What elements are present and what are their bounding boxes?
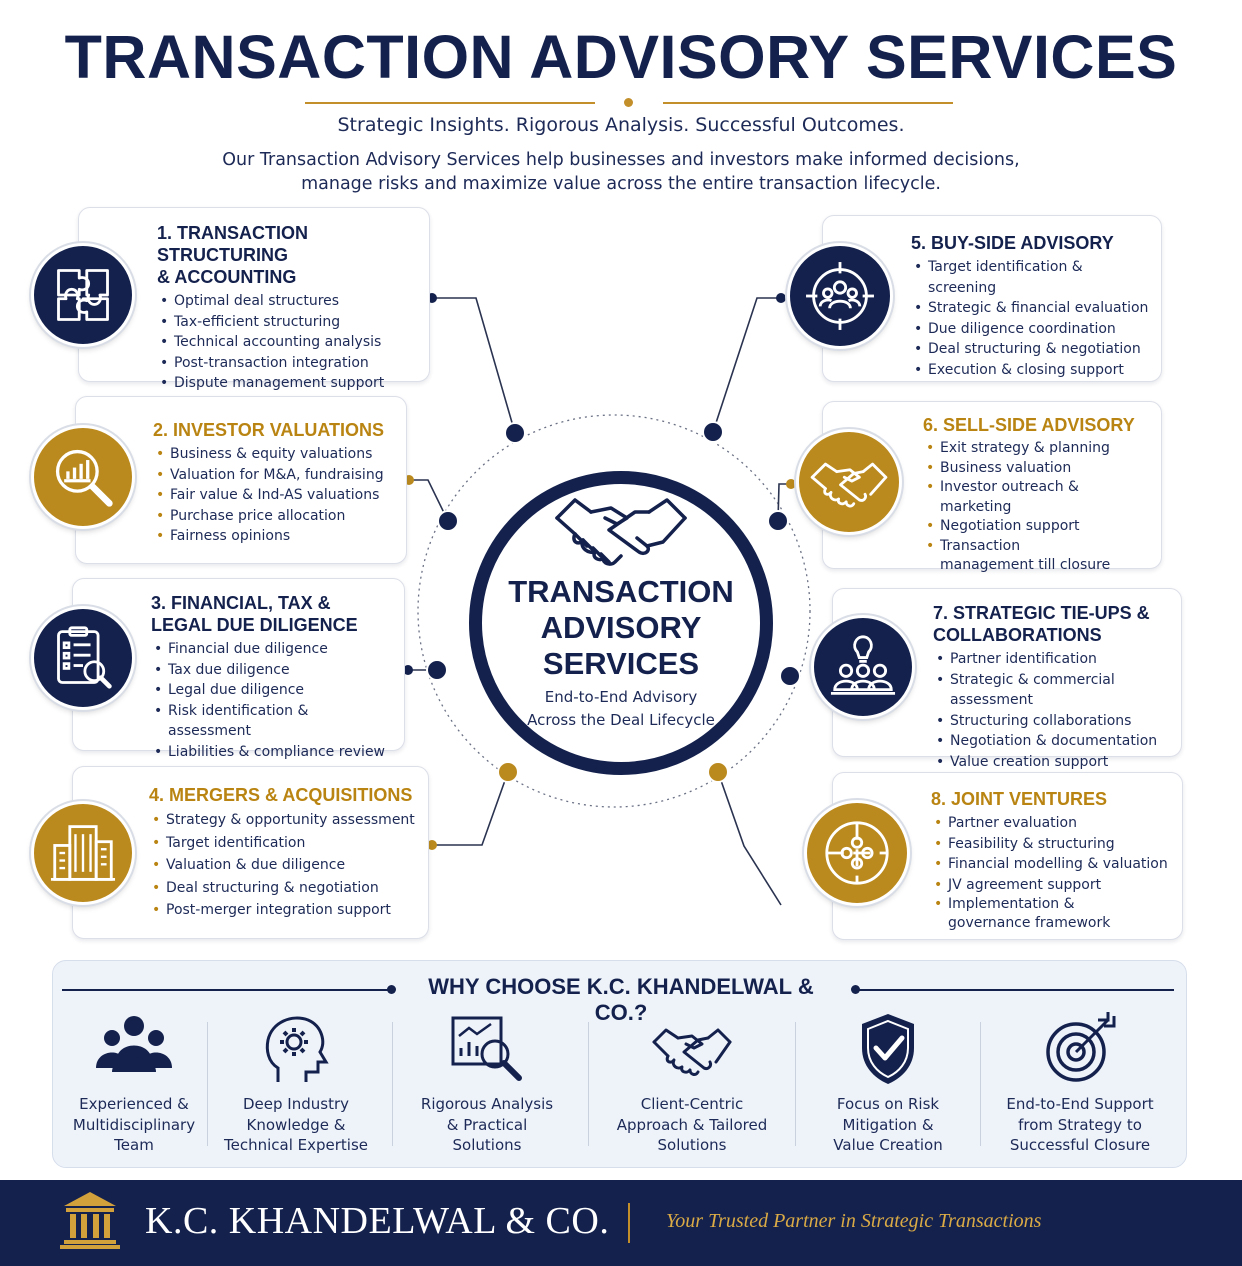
service-card-7: 7. STRATEGIC TIE-UPS &COLLABORATIONS Par…	[832, 588, 1182, 772]
puzzle-icon	[31, 243, 135, 347]
list-item: Tax due diligence	[151, 660, 394, 681]
target-icon	[1046, 1012, 1116, 1082]
list-item: Transaction management till closure	[923, 537, 1113, 576]
service-title: 5. BUY-SIDE ADVISORY	[911, 233, 1114, 253]
list-item: Financial modelling & valuation	[931, 854, 1176, 875]
magnifier-chart-icon	[31, 425, 135, 529]
list-item: Tax-efficient structuring	[157, 312, 417, 333]
firm-name: K.C. KHANDELWAL & CO.	[145, 1200, 610, 1242]
list-item: Strategic & financial evaluation	[911, 298, 1153, 319]
list-item: Deal structuring & negotiation	[911, 339, 1153, 360]
team-idea-icon	[811, 615, 915, 719]
list-item: Implementation & governance framework	[931, 895, 1151, 933]
puzzle-circle-icon	[804, 800, 910, 906]
shield-check-icon	[862, 1014, 914, 1084]
intro-line: Our Transaction Advisory Services help b…	[222, 150, 1020, 170]
footer	[0, 1180, 1242, 1266]
title-divider	[305, 98, 953, 108]
list-item: Risk identification & assessment	[151, 701, 394, 742]
list-item: Business & equity valuations	[153, 444, 396, 465]
list-item: Financial due diligence	[151, 639, 394, 660]
list-item: Optimal deal structures	[157, 291, 417, 312]
team-icon	[96, 1016, 172, 1072]
list-item: Partner evaluation	[931, 813, 1176, 834]
list-item: Exit strategy & planning	[923, 439, 1153, 459]
footer-divider	[628, 1203, 630, 1243]
handshake-icon	[652, 1028, 732, 1076]
service-title: 4. MERGERS & ACQUISITIONS	[149, 785, 413, 805]
list-item: Post-transaction integration	[157, 353, 417, 374]
service-title: 7. STRATEGIC TIE-UPS &COLLABORATIONS	[933, 603, 1150, 645]
list-item: Liabilities & compliance review	[151, 742, 394, 763]
service-title: 2. INVESTOR VALUATIONS	[153, 420, 385, 440]
list-item: Technical accounting analysis	[157, 332, 417, 353]
list-item: Negotiation & documentation	[933, 731, 1175, 752]
list-item: Legal due diligence	[151, 680, 394, 701]
service-title: 8. JOINT VENTURES	[931, 789, 1108, 809]
target-people-icon	[787, 243, 893, 349]
list-item: Target identification	[149, 832, 418, 855]
list-item: Feasibility & structuring	[931, 834, 1176, 855]
why-choose-title: WHY CHOOSE K.C. KHANDELWAL & CO.?	[428, 974, 814, 1025]
footer-tagline: Your Trusted Partner in Strategic Transa…	[666, 1210, 1042, 1232]
service-title: 1. TRANSACTION STRUCTURING& ACCOUNTING	[157, 223, 309, 287]
list-item: Target identification & screening	[911, 257, 1153, 298]
tagline: Strategic Insights. Rigorous Analysis. S…	[337, 114, 905, 136]
buildings-icon	[31, 801, 135, 905]
handshake-icon	[555, 498, 687, 566]
service-card-1: 1. TRANSACTION STRUCTURING& ACCOUNTING O…	[78, 207, 430, 393]
hub-title: TRANSACTION ADVISORY SERVICES	[508, 574, 734, 681]
why-choose-panel	[52, 960, 1187, 1168]
handshake-icon	[796, 429, 902, 535]
list-item: Fair value & Ind-AS valuations	[153, 485, 396, 506]
analysis-icon	[451, 1016, 522, 1081]
why-title-rule	[62, 989, 392, 991]
list-item: Strategy & opportunity assessment	[149, 809, 418, 832]
why-title-rule	[856, 989, 1174, 991]
list-item: Valuation for M&A, fundraising	[153, 465, 396, 486]
list-item: Investor outreach & marketing	[923, 478, 1153, 517]
page-title: TRANSACTION ADVISORY SERVICES	[64, 23, 1178, 91]
clipboard-icon	[31, 606, 135, 710]
intro-line: manage risks and maximize value across t…	[301, 174, 941, 194]
list-item: Strategic & commercial assessment	[933, 670, 1175, 711]
head-gear-icon	[265, 1016, 329, 1082]
list-item: Partner identification	[933, 649, 1175, 670]
list-item: JV agreement support	[931, 875, 1176, 896]
list-item: Purchase price allocation	[153, 506, 396, 527]
list-item: Due diligence coordination	[911, 319, 1153, 340]
pillars-building-icon	[60, 1192, 120, 1249]
list-item: Fairness opinions	[153, 526, 396, 547]
list-item: Negotiation support	[923, 517, 1153, 537]
list-item: Structuring collaborations	[933, 711, 1175, 732]
list-item: Dispute management support	[157, 373, 417, 394]
list-item: Execution & closing support	[911, 360, 1153, 381]
service-title: 3. FINANCIAL, TAX &LEGAL DUE DILIGENCE	[151, 593, 358, 635]
list-item: Value creation support	[933, 752, 1175, 773]
hub-subtitle: End-to-End Advisory Across the Deal Life…	[527, 688, 715, 729]
list-item: Business valuation	[923, 459, 1153, 479]
intro-text: Our Transaction Advisory Services help b…	[170, 148, 1072, 196]
list-item: Deal structuring & negotiation	[149, 877, 418, 900]
list-item: Post-merger integration support	[149, 899, 418, 922]
service-title: 6. SELL-SIDE ADVISORY	[923, 415, 1135, 435]
list-item: Valuation & due diligence	[149, 854, 418, 877]
